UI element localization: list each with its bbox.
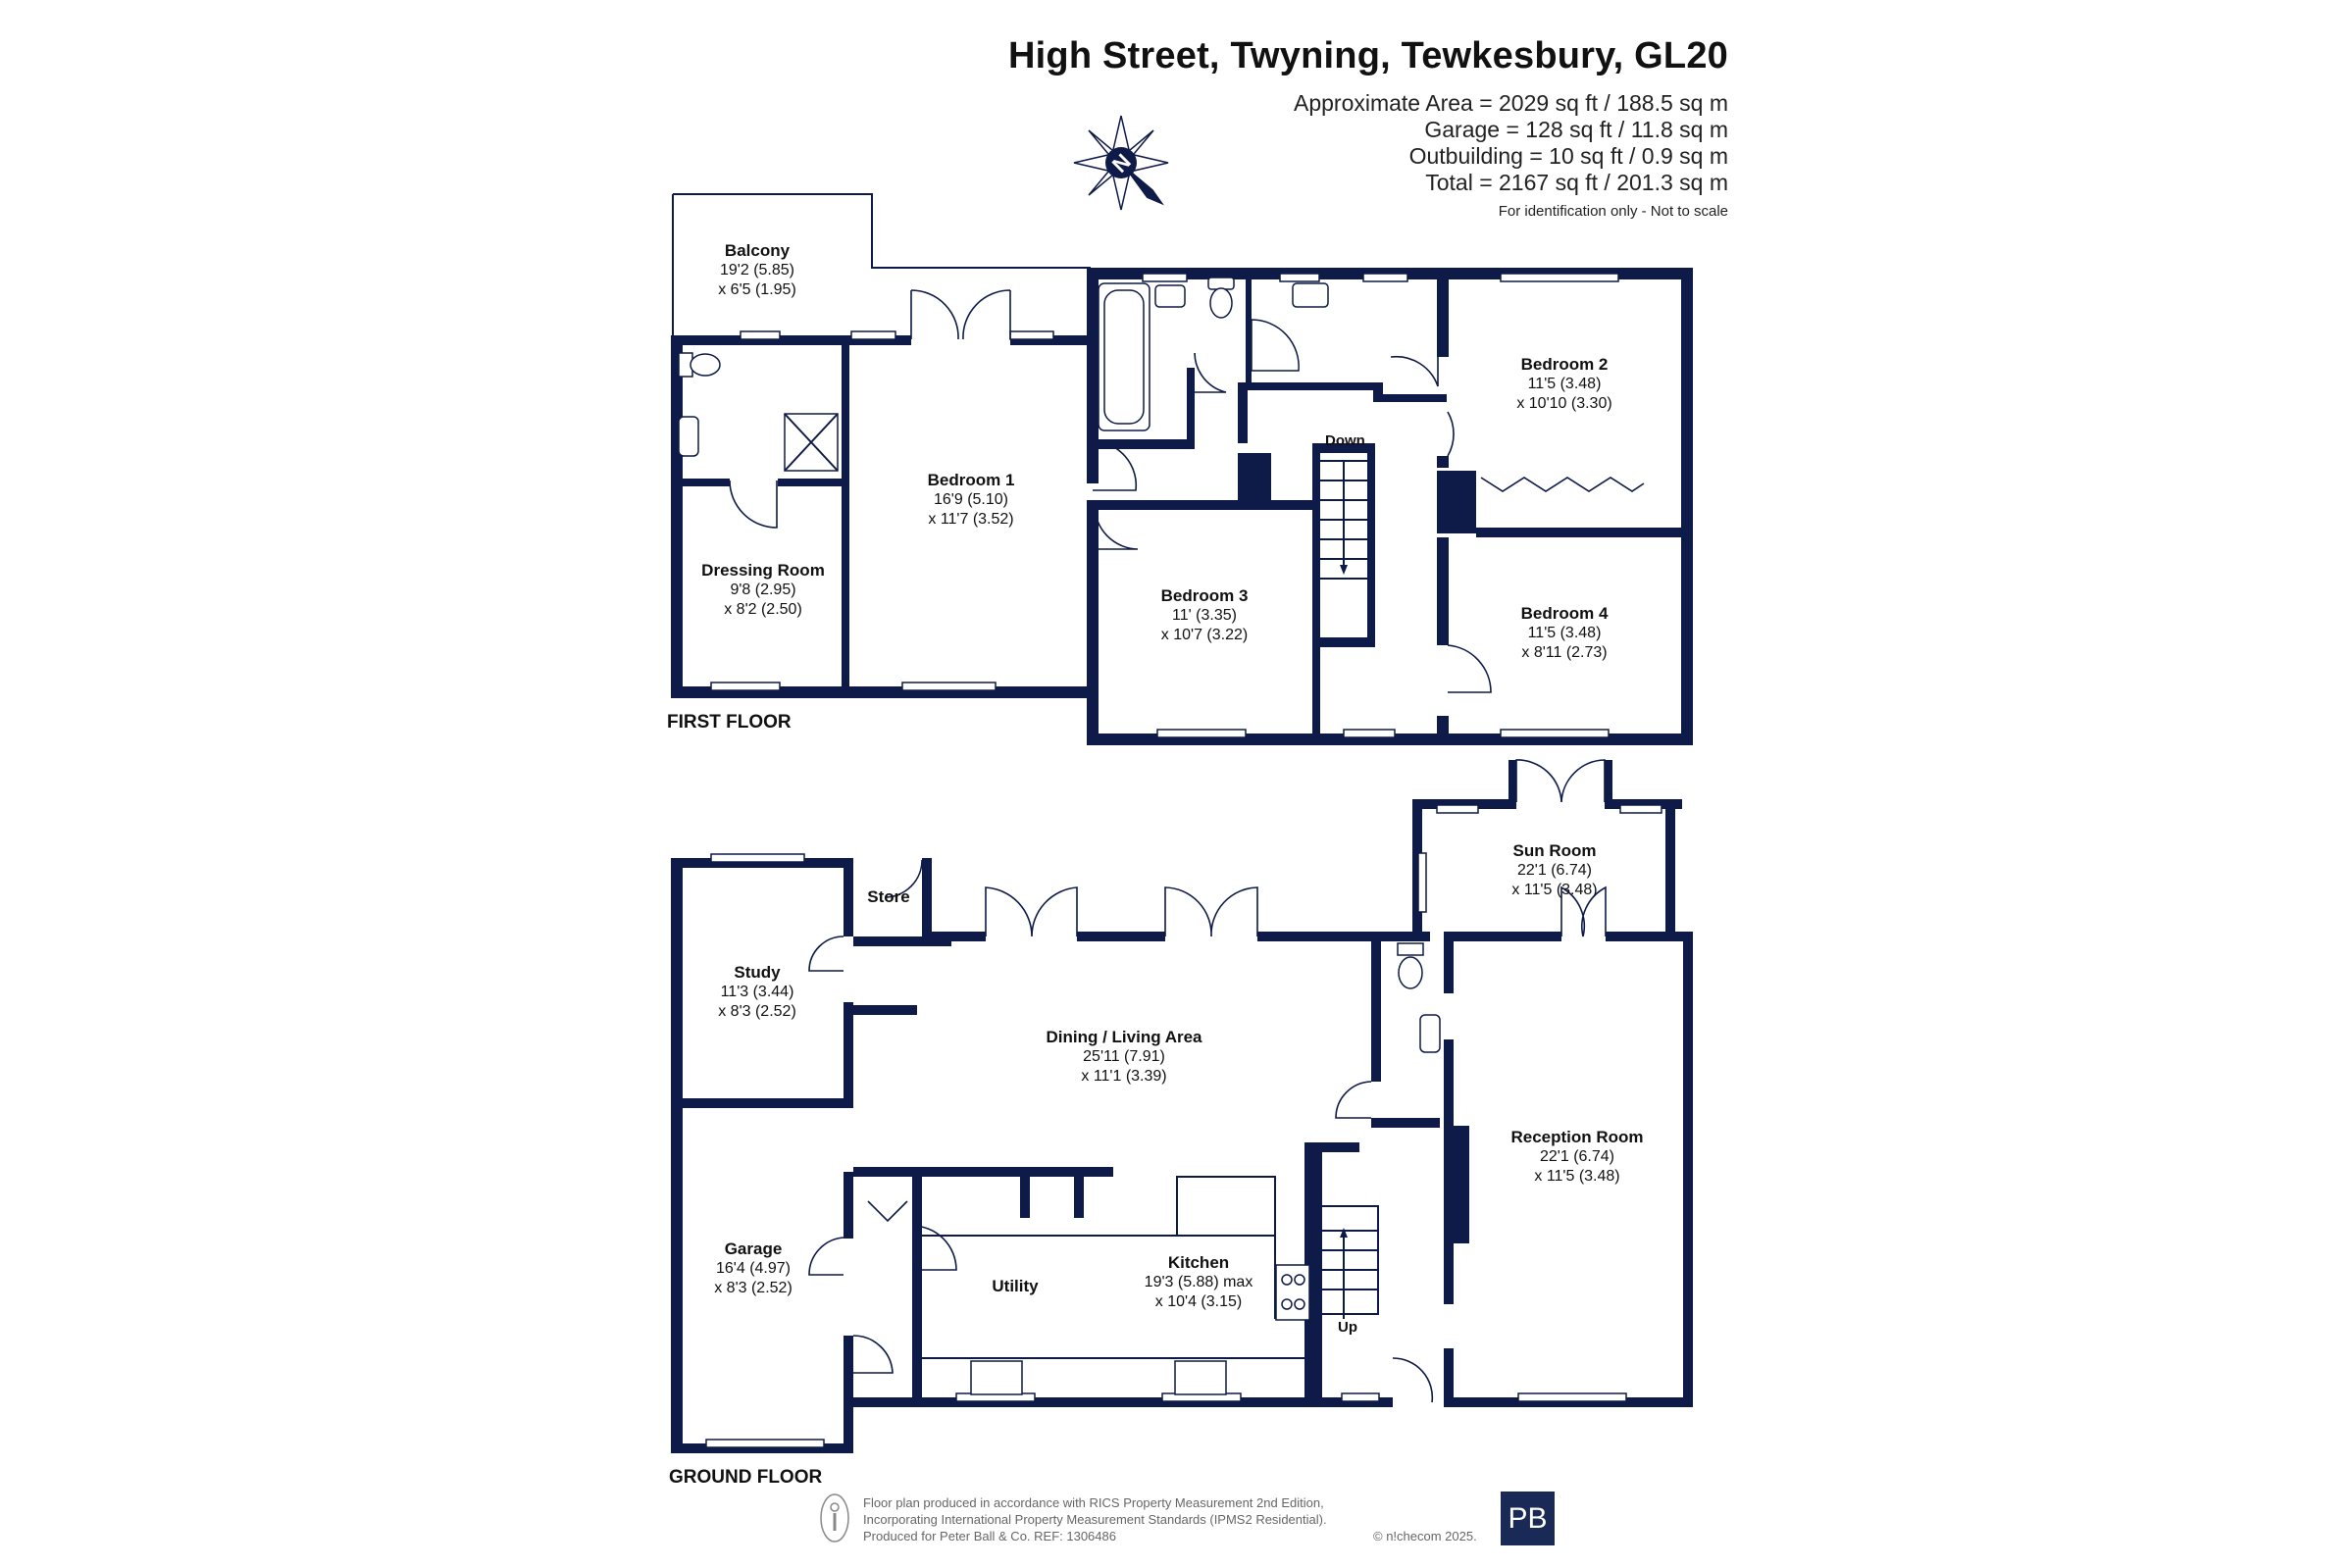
footer-line: Floor plan produced in accordance with R… <box>863 1495 1324 1510</box>
room-name: Balcony <box>724 241 791 260</box>
first-floor-label: FIRST FLOOR <box>667 712 792 733</box>
first-floor-stairs-icon <box>1320 460 1367 580</box>
area-summary: Approximate Area = 2029 sq ft / 188.5 sq… <box>1294 90 1728 196</box>
room-sun-room: Sun Room 22'1 (6.74) x 11'5 (3.48) <box>1511 841 1597 900</box>
room-utility: Utility <box>992 1277 1038 1296</box>
room-dim: x 11'1 (3.39) <box>1081 1068 1167 1085</box>
room-study: Study 11'3 (3.44) x 8'3 (2.52) <box>718 963 796 1022</box>
footer-line: Produced for Peter Ball & Co. REF: 13064… <box>863 1529 1116 1543</box>
room-name: Study <box>734 963 781 982</box>
room-name: Utility <box>992 1277 1039 1295</box>
area-outbuilding: Outbuilding = 10 sq ft / 0.9 sq m <box>1408 143 1728 169</box>
rics-person-icon <box>820 1493 849 1543</box>
room-name: Kitchen <box>1167 1253 1230 1272</box>
room-store: Store <box>867 887 909 907</box>
room-dim: 11'5 (3.48) <box>1527 625 1602 641</box>
room-balcony: Balcony 19'2 (5.85) x 6'5 (1.95) <box>718 241 796 300</box>
room-name: Sun Room <box>1512 841 1597 860</box>
ground-floor-stairs-icon <box>1322 1205 1379 1319</box>
room-dim: x 10'10 (3.30) <box>1516 395 1612 412</box>
page-title: High Street, Twyning, Tewkesbury, GL20 <box>1008 35 1728 76</box>
room-dim: 11'3 (3.44) <box>720 984 794 1000</box>
room-dim: 11'5 (3.48) <box>1527 376 1602 392</box>
ground-floor-label: GROUND FLOOR <box>669 1467 823 1488</box>
ground-floor-plan <box>671 759 1693 1453</box>
room-dim: x 8'2 (2.50) <box>724 601 802 618</box>
footer-copyright: © n!checom 2025. <box>1373 1529 1477 1543</box>
area-total: Total = 2167 sq ft / 201.3 sq m <box>1425 170 1728 195</box>
room-dim: x 11'5 (3.48) <box>1534 1168 1620 1185</box>
room-bedroom-2: Bedroom 2 11'5 (3.48) x 10'10 (3.30) <box>1516 355 1611 414</box>
room-bedroom-4: Bedroom 4 11'5 (3.48) x 8'11 (2.73) <box>1521 604 1609 663</box>
footer-notes: Floor plan produced in accordance with R… <box>863 1494 1477 1544</box>
area-garage: Garage = 128 sq ft / 11.8 sq m <box>1424 117 1728 142</box>
room-dim: 16'9 (5.10) <box>933 491 1008 508</box>
room-name: Reception Room <box>1510 1128 1644 1146</box>
room-name: Store <box>867 887 910 906</box>
room-dim: 16'4 (4.97) <box>715 1260 791 1277</box>
room-dressing-room: Dressing Room 9'8 (2.95) x 8'2 (2.50) <box>701 561 825 620</box>
room-reception-room: Reception Room 22'1 (6.74) x 11'5 (3.48) <box>1510 1128 1643 1187</box>
room-dim: x 10'4 (3.15) <box>1154 1293 1243 1310</box>
room-name: Bedroom 2 <box>1520 355 1609 374</box>
first-floor-plan <box>671 193 1693 745</box>
room-name: Bedroom 4 <box>1520 604 1609 623</box>
room-name: Dining / Living Area <box>1046 1028 1202 1046</box>
room-dim: x 8'3 (2.52) <box>718 1003 796 1020</box>
stairs-up-label: Up <box>1338 1319 1357 1336</box>
room-dim: 19'3 (5.88) max <box>1144 1274 1253 1290</box>
agency-logo: PB <box>1501 1492 1555 1545</box>
stairs-down-label: Down <box>1325 432 1365 449</box>
room-dim: x 8'3 (2.52) <box>714 1280 793 1296</box>
room-dim: x 11'5 (3.48) <box>1511 882 1598 898</box>
room-dim: x 10'7 (3.22) <box>1160 627 1249 643</box>
room-dim: 22'1 (6.74) <box>1540 1148 1614 1165</box>
room-name: Garage <box>724 1239 783 1258</box>
room-dim: 19'2 (5.85) <box>719 262 794 278</box>
compass-icon: N <box>1073 115 1169 211</box>
room-garage: Garage 16'4 (4.97) x 8'3 (2.52) <box>714 1239 793 1298</box>
room-dim: x 8'11 (2.73) <box>1521 644 1608 661</box>
room-name: Dressing Room <box>701 561 825 580</box>
footer-line: Incorporating International Property Mea… <box>863 1512 1327 1527</box>
room-dim: x 11'7 (3.52) <box>928 511 1014 528</box>
room-dim: x 6'5 (1.95) <box>718 281 796 298</box>
room-bedroom-1: Bedroom 1 16'9 (5.10) x 11'7 (3.52) <box>928 471 1015 530</box>
room-dim: 22'1 (6.74) <box>1517 862 1592 879</box>
room-name: Bedroom 3 <box>1160 586 1249 605</box>
room-dim: 9'8 (2.95) <box>730 582 796 598</box>
room-dim: 11' (3.35) <box>1172 607 1237 624</box>
room-kitchen: Kitchen 19'3 (5.88) max x 10'4 (3.15) <box>1145 1253 1253 1312</box>
room-dim: 25'11 (7.91) <box>1083 1048 1165 1065</box>
identification-note: For identification only - Not to scale <box>1498 203 1728 220</box>
room-dining-living-area: Dining / Living Area 25'11 (7.91) x 11'1… <box>1047 1028 1202 1087</box>
room-name: Bedroom 1 <box>927 471 1015 489</box>
room-bedroom-3: Bedroom 3 11' (3.35) x 10'7 (3.22) <box>1161 586 1249 645</box>
area-approximate: Approximate Area = 2029 sq ft / 188.5 sq… <box>1293 90 1728 116</box>
